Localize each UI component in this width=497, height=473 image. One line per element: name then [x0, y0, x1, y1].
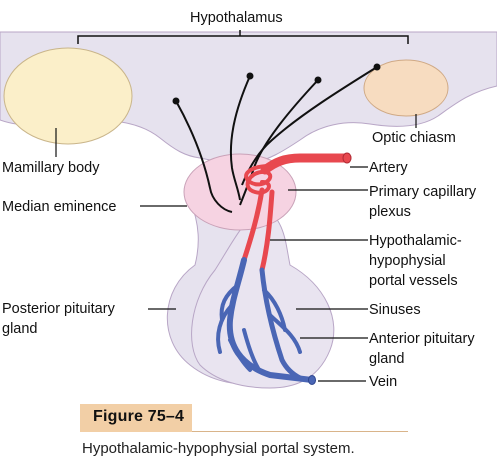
sinus-6: [242, 328, 260, 370]
vein-vessels: [216, 257, 316, 385]
label-portal-vessels-1: Hypothalamic-: [369, 233, 462, 249]
artery-vessels: [241, 152, 352, 273]
figure-caption: Hypothalamic-hypophysial portal system.: [82, 440, 355, 457]
sinus-3: [216, 303, 234, 354]
leader-lines: [55, 114, 417, 382]
sinus-7: [228, 338, 252, 372]
artery-end-cap: [342, 152, 352, 164]
vein: [226, 257, 315, 383]
label-hypothalamus: Hypothalamus: [190, 10, 283, 26]
label-primary-capillary-1: Primary capillary: [369, 184, 477, 200]
label-anterior-pituitary-2: gland: [369, 351, 404, 367]
anterior-pituitary-shape: [191, 204, 335, 389]
figure-number: Figure 75–4: [93, 408, 185, 425]
figure-rule: [192, 431, 408, 432]
portal-vessel-2: [259, 189, 275, 273]
figure-number-tag: [80, 404, 192, 432]
sinus-5: [268, 313, 302, 354]
label-optic-chiasm: Optic chiasm: [372, 130, 456, 146]
label-mamillary-body: Mamillary body: [2, 160, 100, 176]
optic-chiasm-shape: [363, 59, 449, 117]
label-artery: Artery: [369, 160, 408, 176]
portal-vessel-1: [241, 187, 265, 263]
neuron-fibers: [175, 66, 378, 213]
label-portal-vessels-2: hypophysial: [369, 253, 446, 269]
primary-capillary-plexus: [244, 164, 273, 195]
label-median-eminence: Median eminence: [2, 199, 116, 215]
neuron-cell-bodies: [172, 63, 381, 105]
mamillary-body-shape: [3, 47, 133, 145]
label-vein: Vein: [369, 374, 397, 390]
label-posterior-pituitary-2: gland: [2, 321, 37, 337]
label-primary-capillary-2: plexus: [369, 204, 411, 220]
label-posterior-pituitary-1: Posterior pituitary: [2, 301, 116, 317]
vein-end-cap: [308, 375, 316, 385]
hypothalamus-bracket: [77, 30, 409, 44]
label-anterior-pituitary-1: Anterior pituitary: [369, 331, 475, 347]
label-portal-vessels-3: portal vessels: [369, 273, 458, 289]
label-sinuses: Sinuses: [369, 302, 421, 318]
